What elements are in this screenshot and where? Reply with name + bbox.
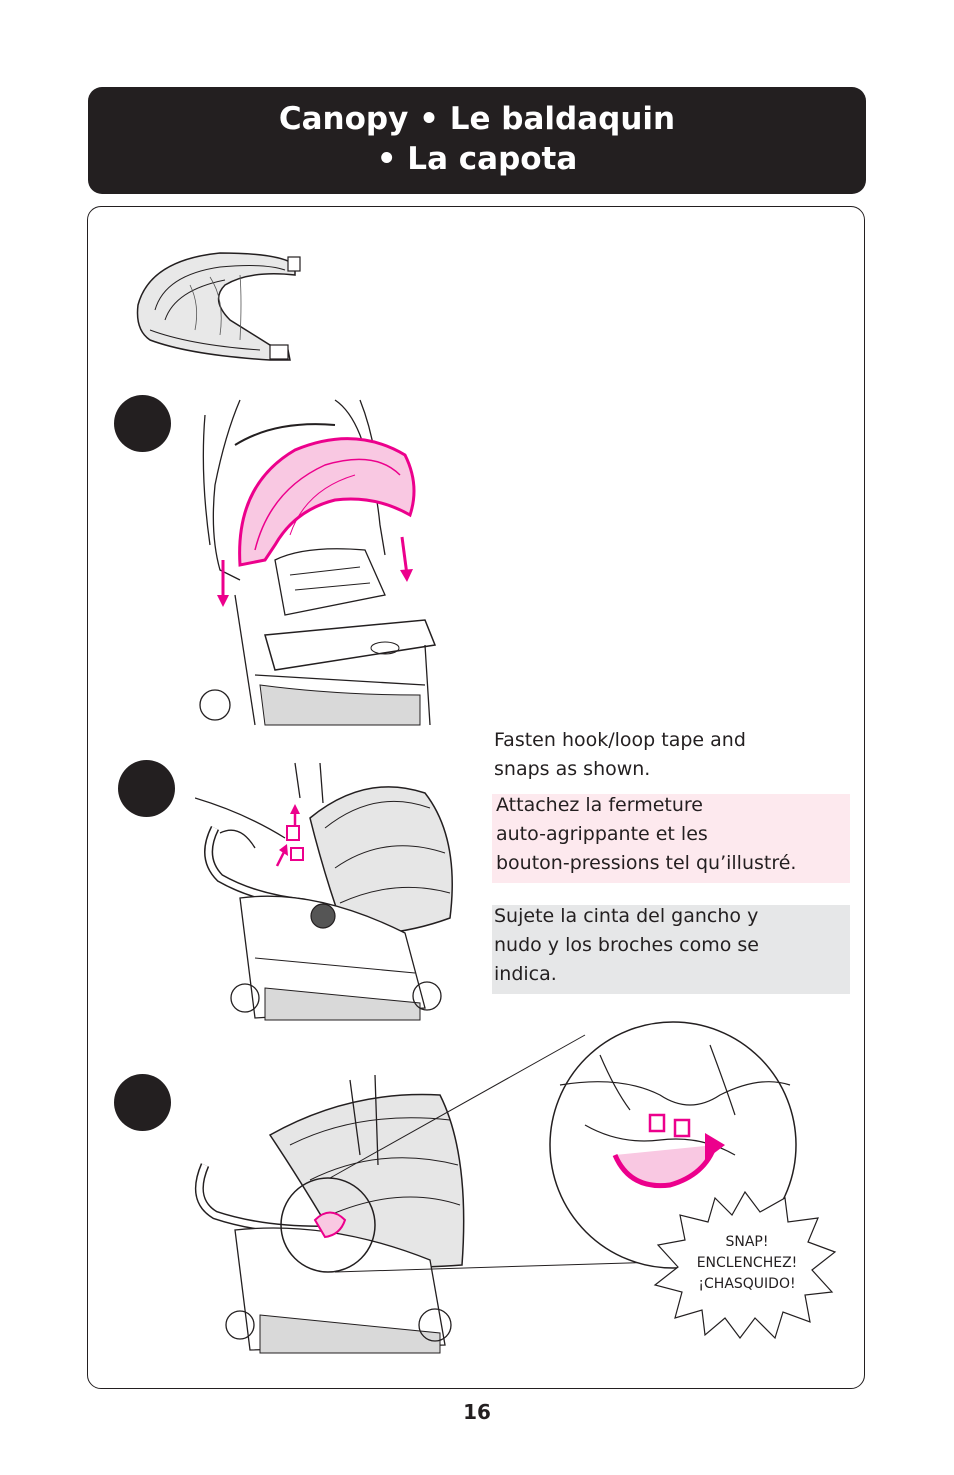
header-title-line2: • La capota (376, 141, 578, 177)
instruction-english: Fasten hook/loop tape and snaps as shown… (494, 729, 746, 780)
header-title-line1: Canopy • Le baldaquin (278, 101, 676, 137)
step-3-marker (114, 1074, 171, 1131)
page-number: 16 (463, 1400, 491, 1424)
instruction-french: Attachez la fermeture auto-agrippante et… (496, 794, 797, 874)
french-instruction-box (492, 794, 850, 883)
step-2-marker (118, 760, 175, 817)
step-3-snap-illustration (194, 1021, 797, 1354)
spanish-instruction-box (492, 905, 850, 994)
step-1-canopy-attach-illustration (199, 399, 437, 726)
section-header: Canopy • Le baldaquin • La capota (88, 87, 866, 194)
snap-callout-text: SNAP! ENCLENCHEZ! ¡CHASQUIDO! (696, 1234, 798, 1292)
step-1-marker (114, 395, 171, 452)
snap-starburst (653, 1190, 837, 1340)
instruction-spanish: Sujete la cinta del gancho y nudo y los … (494, 905, 759, 985)
step-2-fasten-illustration (195, 762, 453, 1021)
canopy-part-illustration (136, 252, 301, 361)
instruction-panel (87, 206, 865, 1389)
